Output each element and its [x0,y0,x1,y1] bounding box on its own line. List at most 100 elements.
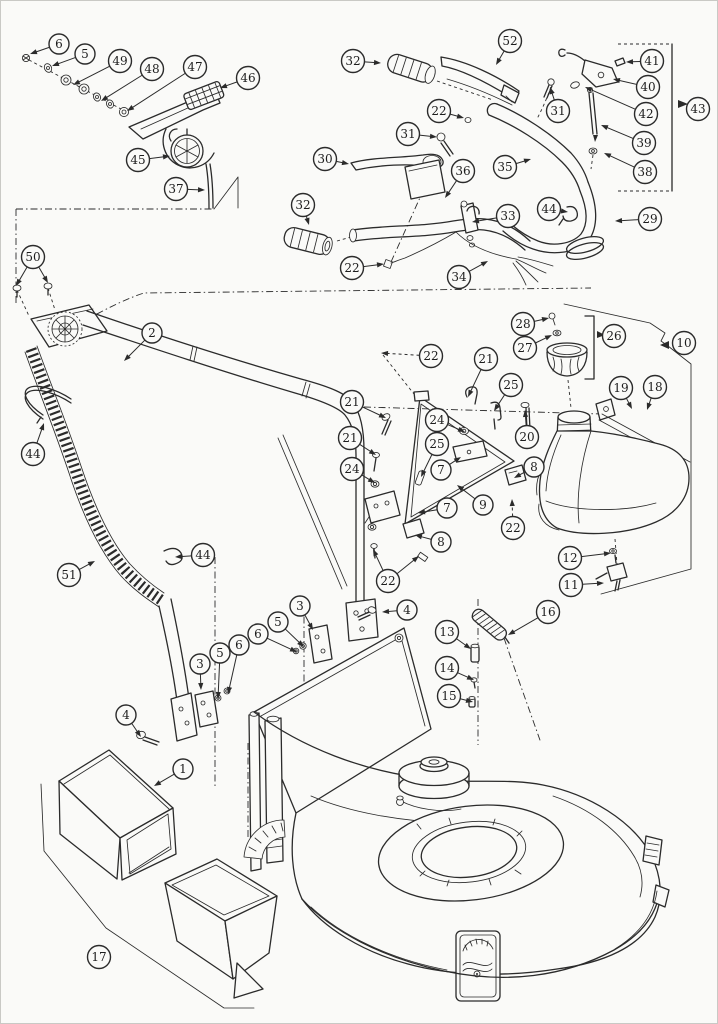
callout-1: 1 [154,758,194,786]
cable-clamp [24,385,72,424]
svg-text:26: 26 [606,329,621,343]
svg-text:3: 3 [296,599,304,613]
svg-text:22: 22 [431,104,446,118]
svg-text:13: 13 [439,625,454,639]
fuel-valve [595,554,628,592]
svg-text:44: 44 [195,548,211,562]
callout-6: 6 [30,33,70,55]
callout-45: 45 [125,147,170,173]
svg-text:43: 43 [690,102,705,116]
svg-text:1: 1 [179,762,187,776]
callout-20: 20 [514,410,540,450]
callout-16: 16 [508,599,561,635]
svg-text:47: 47 [187,60,202,74]
callout-4: 4 [382,599,418,621]
callout-36: 36 [445,158,476,198]
svg-text:12: 12 [562,551,577,565]
callout-10: 10 [671,330,697,356]
svg-text:4: 4 [403,603,411,617]
svg-text:6: 6 [55,37,63,51]
callout-28: 28 [510,311,549,337]
svg-text:7: 7 [443,501,451,515]
callout-51: 51 [56,561,95,588]
callout-8: 8 [514,456,545,478]
svg-text:32: 32 [345,54,360,68]
callout-21: 21 [339,389,386,418]
callout-6: 6 [226,634,250,694]
callout-5: 5 [209,642,231,699]
svg-text:50: 50 [25,250,40,264]
wedge-10 [660,341,669,349]
svg-text:52: 52 [502,34,517,48]
svg-text:22: 22 [380,574,395,588]
svg-text:30: 30 [317,152,332,166]
callout-22: 22 [426,98,464,124]
callout-22: 22 [500,499,526,541]
svg-text:6: 6 [254,627,262,641]
callout-32: 32 [340,48,381,74]
callout-24: 24 [339,456,375,483]
svg-text:3: 3 [196,657,204,671]
svg-text:15: 15 [441,689,456,703]
callout-25: 25 [421,431,450,477]
callout-38: 38 [604,153,658,185]
upper-handlebar-assembly [283,48,626,286]
svg-text:17: 17 [91,950,106,964]
svg-text:21: 21 [342,431,357,445]
cable-clip [558,205,579,226]
svg-text:22: 22 [505,521,520,535]
callout-4: 4 [115,704,141,737]
callout-12: 12 [557,545,611,571]
callout-7: 7 [430,457,461,481]
svg-text:31: 31 [550,104,565,118]
callout-32: 32 [290,192,316,225]
callout-43: 43 [685,96,711,122]
callout-39: 39 [601,125,657,156]
callout-42: 42 [585,87,659,127]
svg-text:36: 36 [455,164,470,178]
callout-22: 22 [373,549,419,594]
deck-hardware [136,606,510,746]
callout-33: 33 [472,203,521,229]
svg-text:21: 21 [478,352,493,366]
callout-14: 14 [434,655,474,681]
svg-text:46: 46 [240,71,255,85]
svg-text:44: 44 [541,202,557,216]
callout-31: 31 [395,121,437,147]
svg-text:14: 14 [439,661,455,675]
callout-21: 21 [337,425,376,455]
grass-bag [58,749,177,881]
callout-26: 26 [601,323,627,349]
svg-text:11: 11 [563,578,578,592]
svg-text:9: 9 [479,498,487,512]
svg-text:32: 32 [295,198,310,212]
handle-grip-right [283,226,333,256]
svg-text:7: 7 [437,463,445,477]
svg-text:16: 16 [540,605,555,619]
svg-text:37: 37 [168,182,183,196]
callout-9: 9 [457,485,494,516]
support-bracket [364,386,531,562]
svg-text:25: 25 [503,378,518,392]
reference-lines [15,43,692,1009]
callout-13: 13 [434,619,471,649]
svg-text:8: 8 [530,460,538,474]
callout-5: 5 [52,43,96,67]
cable-clip [163,547,183,566]
svg-text:21: 21 [344,395,359,409]
svg-text:40: 40 [640,80,655,94]
svg-text:48: 48 [144,62,159,76]
svg-text:18: 18 [647,380,662,394]
svg-text:29: 29 [642,212,657,226]
callout-34: 34 [446,261,488,290]
deck-assembly [243,627,670,1002]
callout-35: 35 [492,154,531,180]
discharge-chute [164,858,278,999]
svg-text:51: 51 [61,568,76,582]
callout-41: 41 [626,48,665,74]
handle-grip-left [387,53,436,84]
callout-27: 27 [512,335,552,361]
svg-text:4: 4 [122,708,130,722]
svg-text:20: 20 [519,430,534,444]
